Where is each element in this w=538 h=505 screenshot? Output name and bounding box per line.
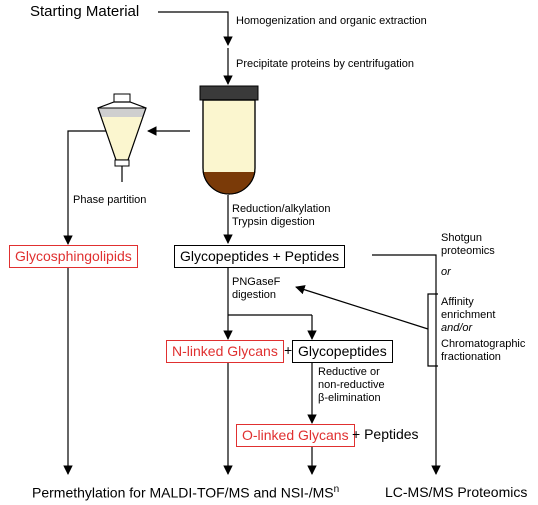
- arrow-start-to-precipitate: [158, 11, 233, 46]
- andor-label: and/or: [441, 322, 473, 334]
- output-permethylation-sup: n: [333, 484, 340, 495]
- step-pngase-line1: PNGaseF: [232, 276, 281, 288]
- step-reductive-line1: Reductive or: [318, 366, 380, 378]
- glycopeptides-peptides-box: Glycopeptides + Peptides: [174, 245, 346, 268]
- step-homogenization: Homogenization and organic extraction: [236, 15, 427, 27]
- arrow-shotgun-to-lcms: [372, 254, 441, 475]
- plus-sign: +: [284, 342, 293, 358]
- step-precipitate: Precipitate proteins by centrifugation: [236, 58, 414, 70]
- step-pngase-line2: digestion: [232, 289, 277, 301]
- arrow-affinity-to-pngase: [295, 285, 429, 330]
- chromatographic-line1: Chromatographic: [441, 338, 526, 350]
- arrow-funnel-to-glycosphingolipids: [63, 130, 112, 245]
- or-label: or: [441, 266, 451, 278]
- shotgun-line1: Shotgun: [441, 232, 482, 244]
- step-reduction-line1: Reduction/alkylation: [232, 203, 331, 215]
- o-linked-glycans-label: O-linked Glycans: [242, 427, 349, 443]
- step-reduction-line2: Trypsin digestion: [232, 216, 315, 228]
- o-linked-glycans-box: O-linked Glycans: [236, 424, 355, 447]
- output-permethylation-text: Permethylation for MALDI-TOF/MS and NSI-…: [32, 484, 334, 501]
- centrifuge-tube-icon: [199, 85, 259, 195]
- glycopeptides-label: Glycopeptides: [298, 343, 387, 359]
- glycopeptides-peptides-label: Glycopeptides + Peptides: [180, 248, 340, 264]
- glycosphingolipids-box: Glycosphingolipids: [9, 245, 138, 268]
- n-linked-glycans-box: N-linked Glycans: [166, 340, 284, 363]
- n-linked-glycans-label: N-linked Glycans: [172, 343, 278, 359]
- separatory-funnel-icon: [97, 93, 147, 182]
- output-lcms: LC-MS/MS Proteomics: [385, 484, 528, 500]
- bracket-affinity: [427, 293, 438, 367]
- step-phase-partition: Phase partition: [73, 194, 147, 206]
- glycopeptides-box: Glycopeptides: [292, 340, 393, 363]
- plus-peptides-label: + Peptides: [352, 426, 419, 442]
- starting-material-label: Starting Material: [30, 3, 140, 20]
- glycosphingolipids-label: Glycosphingolipids: [15, 248, 132, 264]
- step-reductive-line3: β-elimination: [318, 392, 381, 404]
- affinity-line2: enrichment: [441, 309, 496, 321]
- step-reductive-line2: non-reductive: [318, 379, 385, 391]
- output-permethylation: Permethylation for MALDI-TOF/MS and NSI-…: [32, 484, 339, 501]
- affinity-line1: Affinity: [441, 296, 474, 308]
- chromatographic-line2: fractionation: [441, 351, 501, 363]
- shotgun-line2: proteomics: [441, 245, 495, 257]
